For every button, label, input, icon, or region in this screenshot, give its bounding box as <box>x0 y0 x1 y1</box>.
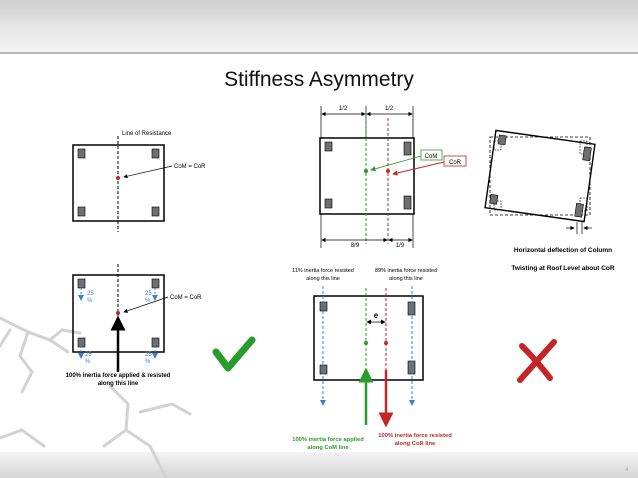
column-br-large <box>403 195 412 210</box>
column-rotated-tr <box>582 146 592 162</box>
column-tl <box>77 148 86 159</box>
column-tl <box>77 278 86 289</box>
green-caption-2: along CoM line <box>307 445 349 451</box>
com-leader <box>370 155 422 172</box>
column-bl <box>77 206 86 217</box>
red-caption-1: 100% inertia force resisted <box>378 433 452 439</box>
right-header-1: 89% inertia force resisted <box>375 268 437 274</box>
column-tr <box>151 278 160 289</box>
dim-half-left-label: 1/2 <box>339 106 348 112</box>
plan-asymmetric-bottom: 11% inertia force resisted along this li… <box>292 268 452 451</box>
red-caption-2: along CoR line <box>395 441 436 447</box>
column-bl <box>324 198 333 209</box>
rotated-plan <box>484 129 596 223</box>
left-header-2: along this line <box>306 276 340 282</box>
pct-bl-sym: % <box>85 359 91 365</box>
com-cor-label: CoM = CoR <box>170 295 202 301</box>
cor-point <box>384 341 388 345</box>
rotated-plan-outline <box>484 129 596 223</box>
line-of-resistance-label: Line of Resistance <box>122 131 172 137</box>
com-cor-point <box>116 311 120 315</box>
column-rotated-bl <box>489 194 499 205</box>
green-caption-1: 100% inertia force applied <box>292 437 364 443</box>
column-rotated-tl <box>497 134 507 146</box>
cross-mark-icon <box>517 339 557 383</box>
plan-symmetric-top: Line of Resistance CoM = CoR <box>72 131 206 232</box>
cor-leader <box>392 161 445 176</box>
check-mark-icon <box>212 336 256 372</box>
com-cor-point <box>116 176 120 180</box>
column-tl <box>324 141 333 152</box>
slide-title: Stiffness Asymmetry <box>224 68 414 91</box>
column-rotated-br <box>574 203 584 218</box>
column-br <box>151 206 160 217</box>
dim-8-9-label: 8/9 <box>351 243 360 249</box>
page-number: 4 <box>625 467 628 473</box>
cor-tag <box>443 155 467 167</box>
right-header-2: along this line <box>389 276 423 282</box>
original-plan-outline <box>489 136 591 216</box>
com-cor-label: CoM = CoR <box>174 164 206 170</box>
twisting-caption: Twisting at Roof Level about CoR <box>511 265 614 272</box>
com-point <box>364 341 368 345</box>
pct-tl-sym: % <box>87 298 93 304</box>
wall-crack-graphic <box>0 316 192 478</box>
floor-plan-outline <box>319 137 415 215</box>
pct-tr-sym: % <box>145 298 151 304</box>
column-tr-large <box>403 141 412 156</box>
left-header-1: 11% inertia force resisted <box>292 268 354 274</box>
com-tag <box>420 149 443 161</box>
eccentricity-label: e <box>374 311 379 320</box>
plan-symmetric-bottom: CoM = CoR 25 % 25 % 25 % 25 % 100% inert… <box>66 264 202 387</box>
dim-half-right-label: 1/2 <box>385 106 394 112</box>
cor-point <box>386 169 390 173</box>
floor-plan-outline <box>313 295 424 381</box>
pct-tl: 25 <box>87 291 94 297</box>
pct-tr: 25 <box>145 291 152 297</box>
column-tr <box>151 148 160 159</box>
applied-force-caption-1: 100% inertia force applied & resisted <box>66 373 171 379</box>
pct-br: 25 <box>145 352 152 358</box>
com-cor-leader <box>123 296 169 313</box>
com-label: CoM <box>425 154 438 160</box>
slide-footer-band <box>0 452 638 478</box>
cor-label: CoR <box>449 160 462 166</box>
com-cor-leader <box>123 165 173 179</box>
dim-1-9-label: 1/9 <box>396 243 405 249</box>
applied-force-caption-2: along this line <box>98 381 139 387</box>
plan-asymmetric-top: 1/2 1/2 CoM CoR 8/9 1/9 <box>319 106 467 249</box>
header-divider <box>0 52 638 54</box>
twisted-plan-diagram: Horizontal deflection of Column Twisting… <box>484 129 615 272</box>
deflection-caption: Horizontal deflection of Column <box>514 247 612 254</box>
slide-header-band <box>0 0 638 52</box>
com-point <box>364 169 368 173</box>
pct-bl: 25 <box>85 352 92 358</box>
pct-br-sym: % <box>145 359 151 365</box>
